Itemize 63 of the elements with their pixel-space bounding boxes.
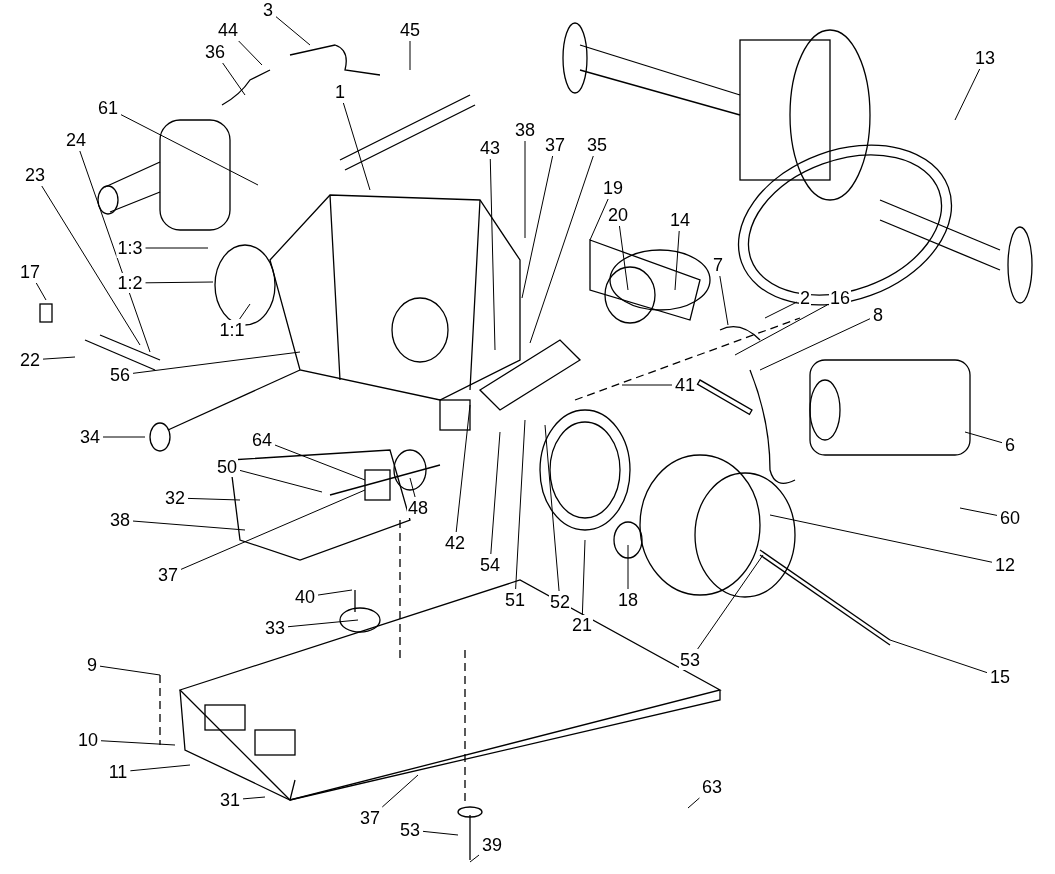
- leader-line: [490, 431, 501, 555]
- leader-line: [469, 854, 480, 863]
- callout-number: 2: [799, 288, 811, 308]
- leader-line: [381, 774, 419, 808]
- leader-line: [274, 444, 366, 481]
- leader-line: [42, 356, 76, 360]
- leader-line: [621, 384, 673, 386]
- leader-line: [589, 198, 609, 241]
- leader-line: [41, 185, 141, 346]
- leader-line: [275, 16, 311, 46]
- leader-line: [959, 507, 998, 516]
- leader-line: [627, 544, 629, 590]
- leader-line: [317, 589, 353, 596]
- leader-line: [238, 40, 263, 66]
- leader-line: [79, 150, 151, 353]
- leader-line: [521, 155, 554, 299]
- leader-line: [222, 62, 246, 96]
- leader-line: [954, 68, 981, 121]
- leader-line: [422, 830, 459, 836]
- leader-line: [287, 619, 359, 628]
- callout-number: 1:3: [116, 238, 144, 258]
- leader-line: [187, 497, 241, 501]
- leader-line: [129, 764, 191, 772]
- callout-number: 53: [679, 650, 701, 670]
- leader-line: [719, 275, 729, 326]
- leader-line: [342, 102, 371, 191]
- leader-line: [242, 796, 266, 800]
- leader-line: [618, 225, 629, 291]
- leader-line: [764, 301, 798, 319]
- callout-number: 52: [549, 592, 571, 612]
- leader-line: [489, 158, 496, 351]
- leader-line: [145, 281, 214, 284]
- leader-line: [515, 419, 526, 590]
- leader-line: [544, 424, 560, 592]
- leader-line: [180, 489, 366, 570]
- leader-line: [409, 40, 411, 71]
- callout-number: 16: [829, 288, 851, 308]
- callout-number: 48: [407, 498, 429, 518]
- leader-line: [100, 740, 176, 746]
- leader-line: [889, 639, 988, 674]
- callout-number: 1:2: [116, 273, 144, 293]
- leader-line: [769, 514, 993, 563]
- leader-line: [759, 318, 871, 371]
- leader-line: [239, 303, 251, 320]
- leader-line: [409, 477, 416, 498]
- leader-line: [239, 469, 323, 493]
- leader-line: [674, 230, 680, 291]
- leader-line: [35, 282, 47, 301]
- leader-line: [145, 247, 209, 249]
- leader-line: [581, 539, 586, 615]
- callout-number: 50: [216, 457, 238, 477]
- leader-line: [99, 665, 161, 676]
- leader-line: [734, 304, 828, 356]
- leader-line: [132, 520, 246, 531]
- leader-line: [964, 431, 1003, 444]
- leader-line: [529, 155, 594, 344]
- leader-line: [524, 140, 526, 239]
- leader-line: [132, 351, 301, 374]
- leader-line: [455, 404, 471, 533]
- leader-line: [687, 797, 700, 809]
- leader-line: [697, 554, 764, 650]
- leader-line: [102, 436, 146, 438]
- leader-line: [120, 114, 259, 186]
